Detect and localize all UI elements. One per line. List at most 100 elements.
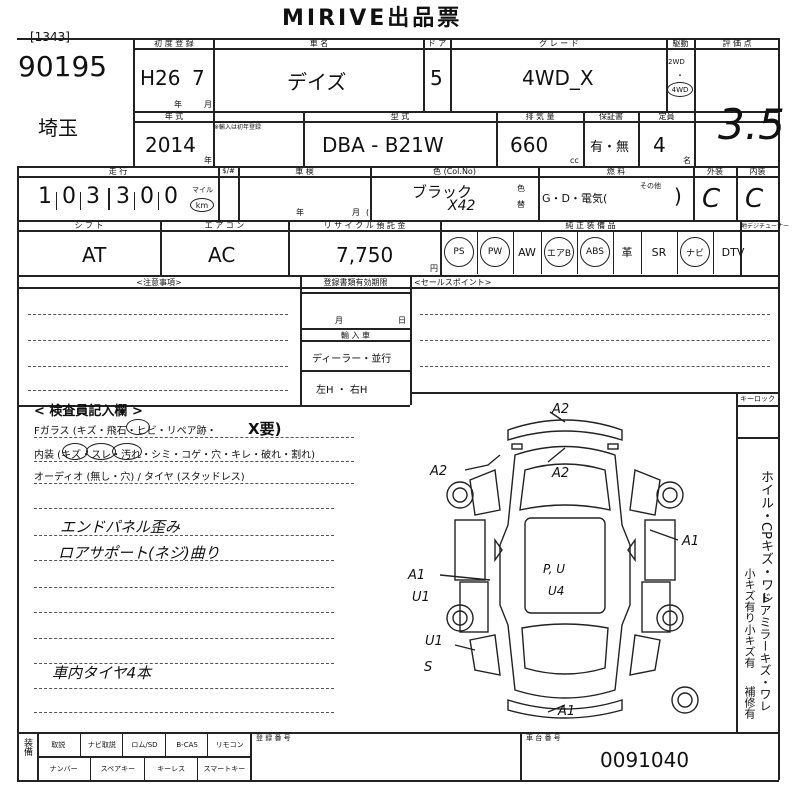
label-displacement: 排 気 量 — [525, 112, 555, 121]
car-name: デイズ — [287, 70, 347, 94]
exterior-grade: C — [702, 184, 721, 214]
inspector-glass-mark: X要) — [248, 420, 282, 438]
displacement: 660 — [510, 133, 549, 157]
label-sales-point: <セールスポイント> — [414, 278, 492, 287]
label-model: 型 式 — [390, 112, 410, 121]
footer-items-bottom: ナンバースペアキーキーレススマートキー — [37, 757, 250, 780]
fuel-other: その他 — [640, 182, 661, 190]
equipment-label: DTV — [721, 245, 745, 259]
first-reg-era: H26 — [140, 66, 181, 90]
footer-item: 取説 — [51, 740, 66, 749]
label-imported: 輸 入 車 — [340, 331, 371, 340]
dealer-parallel: ディーラー・並行 — [312, 354, 392, 365]
mark-a1-bottom: A1 — [558, 704, 576, 719]
first-reg-month: 7 — [192, 66, 205, 90]
label-inspector: < 検査員記入欄 > — [34, 404, 143, 419]
unit-cc: cc — [570, 156, 579, 165]
mark-u1-left: U1 — [412, 590, 430, 605]
score: 3.5 — [718, 100, 785, 149]
equipment-item-5: 革 — [613, 232, 641, 272]
label-mileage: 走 行 — [108, 167, 128, 176]
label-exterior: 外装 — [707, 167, 723, 176]
model-year: 2014 — [145, 133, 196, 157]
mark-center-1: P, U — [543, 562, 565, 576]
inspector-note-1: エンドパネル歪み — [60, 518, 181, 536]
equipment-item-7: ナビ — [677, 232, 713, 272]
label-aircon: エ ア コ ン — [204, 221, 245, 230]
label-first-reg: 初 度 登 録 — [154, 39, 194, 48]
unit-month-3: 月 — [352, 208, 360, 217]
equipment-label: エアB — [544, 237, 574, 267]
unit-month-1: 月 — [204, 100, 212, 109]
equipment-item-1: PW — [477, 232, 513, 272]
equipment-item-4: ABS — [577, 232, 613, 272]
mileage-digit-6: 0 — [164, 184, 178, 209]
drive-2wd: 2WD — [668, 58, 685, 66]
equipment-item-8: DTV — [713, 232, 753, 272]
car-damage-diagram — [439, 411, 699, 719]
mark-a2-left: A2 — [430, 464, 448, 479]
label-notes: <注意事項> — [136, 278, 182, 287]
mark-a1-right: A1 — [682, 534, 700, 549]
mileage-digit-2: 0 — [62, 184, 76, 209]
mark-a1-left: A1 — [408, 568, 426, 583]
label-capacity: 定員 — [658, 112, 675, 121]
equipment-label: 革 — [621, 246, 633, 259]
recycle: 7,750 — [336, 243, 394, 267]
steering: 左H ・ 右H — [316, 385, 368, 396]
equipment-label: ABS — [580, 237, 610, 267]
unit-year-1: 年 — [174, 100, 182, 109]
grade: 4WD_X — [522, 66, 594, 90]
mile-label: マイル — [192, 186, 213, 194]
footer-item: スマートキー — [196, 757, 251, 780]
side-note-3: ドアミラーキズ・ワレ — [758, 592, 772, 712]
side-note-4: 小キズ有 — [743, 624, 756, 668]
lot-small: [1343] — [30, 30, 70, 44]
mileage-digit-4: 3 — [116, 184, 130, 209]
capacity: 4 — [653, 133, 666, 157]
equipment-item-0: PS — [441, 232, 477, 272]
footer-item: リモコン — [207, 733, 251, 756]
fuel-close: ) — [674, 184, 682, 208]
fuel: G・D・電気( — [542, 192, 608, 205]
equipment-label: PW — [480, 237, 510, 267]
footer-item: ナビ取説 — [79, 733, 124, 756]
label-equipment: 純 正 装 備 品 — [565, 221, 616, 230]
inspector-note-3: 車内タイヤ4本 — [52, 664, 152, 682]
side-note-1: ホイル・CPキズ・ワレ — [758, 470, 773, 604]
label-fuel: 燃 料 — [606, 167, 626, 176]
label-reg-deadline: 登録書類有効期限 — [323, 278, 388, 287]
equipment-item-2: AW — [513, 232, 541, 272]
footer-item: ロム/SD — [122, 733, 166, 756]
label-chassis-no: 車 台 番 号 — [526, 734, 561, 742]
footer-item: B-CAS — [164, 733, 209, 756]
label-key: キーロック — [740, 395, 775, 403]
doors: 5 — [430, 66, 443, 90]
km-label: km — [190, 198, 214, 212]
label-interior: 内装 — [749, 167, 766, 176]
mark-s-low: S — [424, 660, 433, 675]
warranty: 有・無 — [590, 140, 630, 155]
color-no: X42 — [448, 198, 476, 214]
color: ブラック — [412, 183, 473, 201]
inspector-audio: オーディオ (無し・穴) / タイヤ (スタッドレス) — [34, 472, 245, 483]
unit-day-4: 日 — [398, 316, 406, 325]
equipment-item-6: SR — [641, 232, 677, 272]
footer-row-label: 装備 — [22, 738, 32, 756]
interior-grade: C — [745, 184, 764, 214]
label-warranty: 保証書 — [599, 112, 623, 121]
label-tuner: 地デジチューナー — [741, 223, 790, 230]
unit-person: 名 — [683, 156, 691, 165]
label-import-note: ※輸入は初年登録 — [214, 124, 262, 131]
chassis-no: 0091040 — [600, 748, 690, 772]
equipment-label: PS — [444, 237, 474, 267]
color-label-2: 替 — [517, 200, 525, 209]
unit-year-2: 年 — [204, 156, 212, 165]
inspector-note-2: ロアサポート(ネジ)曲り — [58, 544, 220, 562]
inspector-glass: Fガラス (キズ・飛石・ヒビ・リペア跡・ — [34, 426, 217, 437]
equipment-item-3: エアB — [541, 232, 577, 272]
label-drive: 駆動 — [672, 39, 689, 48]
label-color: 色 (Col.No) — [433, 167, 476, 176]
